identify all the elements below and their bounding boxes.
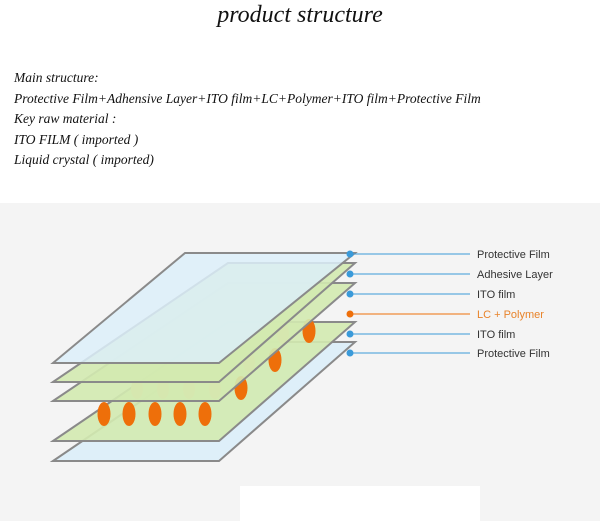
description-line: Liquid crystal ( imported) xyxy=(14,152,154,167)
lc-droplet-2 xyxy=(122,402,136,426)
description-line: Main structure: xyxy=(14,70,99,85)
label-adhesive-layer: Adhesive Layer xyxy=(477,269,553,281)
label-protective-film-top: Protective Film xyxy=(477,249,550,261)
leader-dot-2 xyxy=(346,270,354,278)
lc-droplet-5 xyxy=(198,402,212,426)
lc-droplet-1 xyxy=(97,402,111,426)
lc-droplet-3 xyxy=(148,402,162,426)
description-line: Key raw material : xyxy=(14,111,117,126)
sheet-protective-film-top xyxy=(50,252,358,364)
label-protective-film-bottom: Protective Film xyxy=(477,348,550,360)
leader-dot-6 xyxy=(346,349,354,357)
leader-dot-4 xyxy=(346,310,354,318)
leader-dot-1 xyxy=(346,250,354,258)
label-lc-polymer: LC + Polymer xyxy=(477,309,544,321)
label-ito-film-top: ITO film xyxy=(477,289,515,301)
leader-dot-5 xyxy=(346,330,354,338)
lc-droplet-4 xyxy=(173,402,187,426)
description-line: ITO FILM ( imported ) xyxy=(14,131,139,147)
layer-stack xyxy=(49,252,358,462)
page-title: product structure xyxy=(217,2,383,28)
blank-box xyxy=(240,486,480,521)
description-text: Main structure: Protective Film+Adhensiv… xyxy=(14,68,594,171)
leader-dot-3 xyxy=(346,290,354,298)
description-line: Protective Film+Adhensive Layer+ITO film… xyxy=(14,90,481,106)
leader-lines xyxy=(346,250,470,357)
label-ito-film-bottom: ITO film xyxy=(477,329,515,341)
